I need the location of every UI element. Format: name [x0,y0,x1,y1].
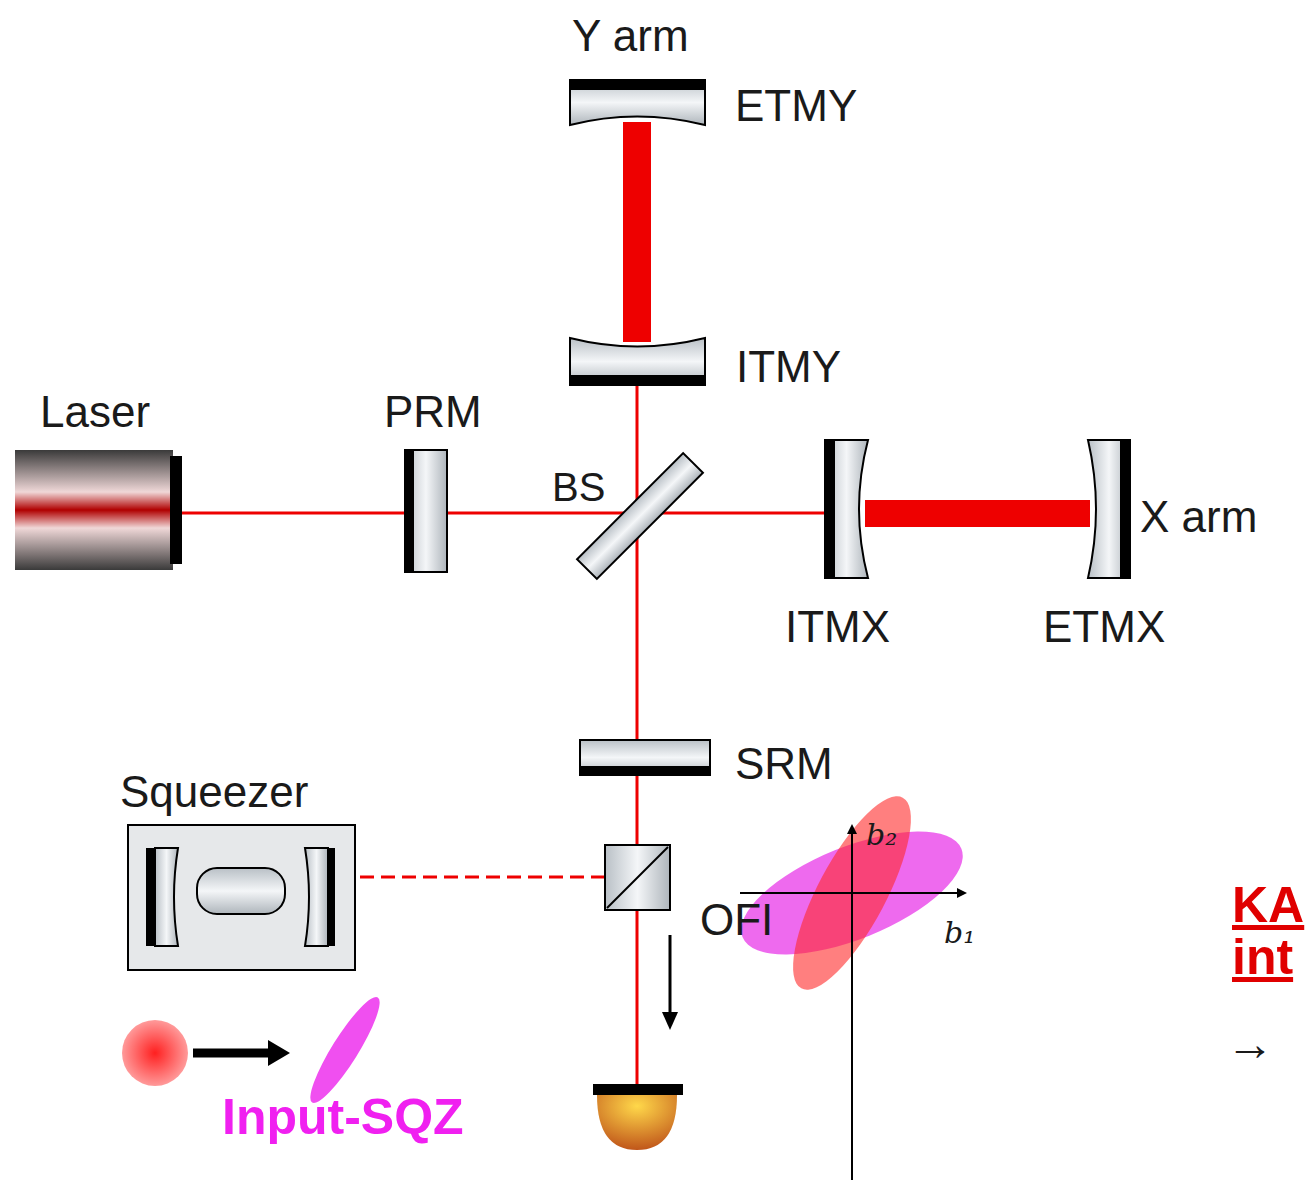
mirror-label: SRM [735,742,833,786]
title-fragment: KA [1232,880,1304,930]
arm-label: X arm [1140,495,1257,539]
beamsplitter-label: BS [552,467,605,507]
axis-label: b₂ [866,820,897,850]
mirror-label: ITMY [736,345,841,389]
mirror-label: PRM [384,390,482,434]
laser-label: Laser [40,390,150,434]
isolator-label: OFI [700,898,773,942]
squeezer-label: Squeezer [120,770,308,814]
title-fragment: int [1232,932,1293,982]
axis-label: b₁ [944,918,975,948]
squeeze-label: Input-SQZ [222,1092,464,1142]
mirror-label: ITMX [785,605,890,649]
arrow-symbol: → [1226,1020,1274,1068]
arm-label: Y arm [572,14,689,58]
mirror-label: ETMY [735,84,857,128]
mirror-label: ETMX [1043,605,1165,649]
